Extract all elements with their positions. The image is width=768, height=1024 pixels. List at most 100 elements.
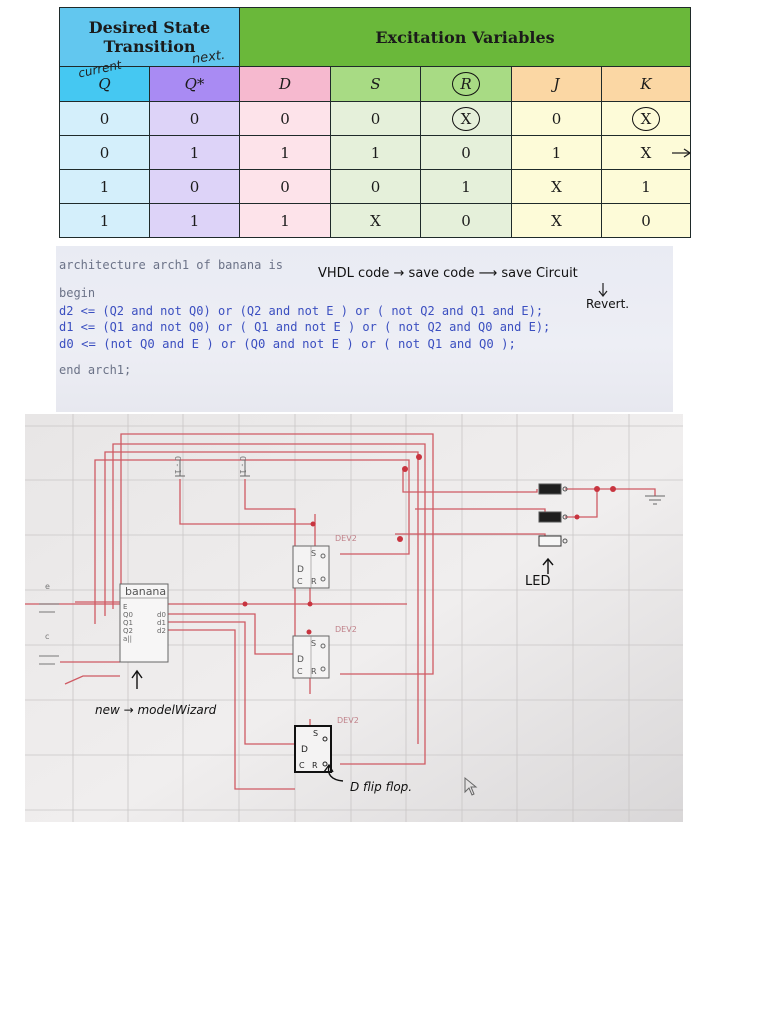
table-cell: 1 — [239, 203, 331, 238]
block-input-label: Q1 — [123, 619, 133, 627]
led-output — [538, 511, 568, 523]
circuit-schematic: 0 - 1 0 - 1 e c banana E Q0 Q1 Q2 a|| d0… — [25, 414, 683, 822]
table-cell: 0 — [330, 169, 421, 204]
led-output — [538, 483, 568, 495]
pin-label: C — [297, 577, 303, 586]
note-vhdl-flow: VHDL code → save code ⟶ save Circuit — [318, 266, 578, 281]
pin-label: C — [297, 667, 303, 676]
table-cell: 0 — [149, 169, 240, 204]
block-output-label: d2 — [157, 627, 166, 635]
d-flip-flop[interactable]: D S C R DEV2 — [292, 625, 357, 679]
table-cell: 1 — [59, 169, 150, 204]
d-flip-flop-highlighted[interactable]: D S C R DEV2 — [294, 716, 359, 773]
input-switch-icon[interactable] — [39, 603, 59, 665]
ff-label: DEV2 — [335, 625, 357, 634]
block-input-label: a|| — [123, 635, 132, 643]
col-header-k: K — [601, 66, 691, 102]
note-revert: Revert. — [586, 297, 630, 311]
ground-icon — [645, 495, 665, 505]
table-cell: 1 — [149, 135, 240, 170]
pin-label: D — [297, 565, 304, 575]
table-cell: 0 — [59, 135, 150, 170]
table-cell: X — [511, 203, 602, 238]
table-cell: 0 — [149, 101, 240, 136]
table-cell: X — [330, 203, 421, 238]
note-d-flip-flop: D flip flop. — [350, 780, 412, 794]
table-row: 1 0 0 0 1 X 1 — [59, 169, 691, 204]
ff-label: DEV2 — [335, 534, 357, 543]
table-cell: 1 — [149, 203, 240, 238]
code-line: d0 <= (not Q0 and E ) or (Q0 and not E )… — [59, 337, 516, 351]
code-line: d2 <= (Q2 and not Q0) or (Q2 and not E )… — [59, 304, 544, 318]
table-cell: 0 — [511, 101, 602, 136]
col-header-s: S — [330, 66, 421, 102]
table-cell: 1 — [420, 169, 512, 204]
pin-label: S — [311, 549, 316, 558]
table-cell: 1 — [601, 169, 691, 204]
block-output-label: d0 — [157, 611, 166, 619]
table-cell: X — [511, 169, 602, 204]
table-cell: 0 — [330, 101, 421, 136]
toggle-switch[interactable] — [175, 460, 185, 477]
switch-label: 0 - 1 — [173, 456, 182, 474]
note-led: LED — [525, 574, 550, 589]
circled-mark: X — [452, 106, 480, 131]
col-header-j: J — [511, 66, 602, 102]
table-cell: 0 — [239, 169, 331, 204]
table-cell: 0 — [601, 203, 691, 238]
header-desired-state: Desired State Transition — [59, 7, 240, 67]
col-header-r: R — [420, 66, 512, 102]
block-input-label: Q0 — [123, 611, 133, 619]
table-cell: 0 — [239, 101, 331, 136]
code-line: end arch1; — [59, 363, 132, 377]
switch-input-label: e — [45, 582, 50, 591]
circled-mark: X — [632, 106, 660, 131]
arrow-mark — [672, 148, 692, 158]
mouse-cursor-icon — [464, 776, 478, 796]
note-model-wizard: new → modelWizard — [95, 703, 217, 717]
circled-mark: R — [452, 72, 480, 96]
code-line: begin — [59, 286, 96, 300]
code-line: d1 <= (Q1 and not Q0) or ( Q1 and not E … — [59, 320, 551, 334]
block-input-label: E — [123, 603, 127, 611]
block-title: banana — [125, 585, 166, 598]
pin-label: C — [299, 761, 305, 770]
ff-label: DEV2 — [337, 716, 359, 725]
excitation-table: Desired State Transition Excitation Vari… — [59, 7, 691, 238]
header-excitation-variables: Excitation Variables — [239, 7, 691, 67]
circuit-schematic-photo: 0 - 1 0 - 1 e c banana E Q0 Q1 Q2 a|| d0… — [25, 414, 683, 822]
table-row: 1 1 1 X 0 X 0 — [59, 203, 691, 238]
table-cell: 1 — [511, 135, 602, 170]
table-cell: X — [420, 101, 512, 136]
table-cell: 0 — [420, 135, 512, 170]
table-row: 0 1 1 1 0 1 X — [59, 135, 691, 170]
switch-input-label: c — [45, 632, 49, 641]
table-cell: 1 — [330, 135, 421, 170]
pin-label: D — [297, 655, 304, 665]
code-line: architecture arch1 of banana is — [59, 258, 283, 272]
col-header-q-next: Q* — [149, 66, 240, 102]
banana-block[interactable]: banana E Q0 Q1 Q2 a|| d0 d1 d2 — [119, 583, 169, 663]
pin-label: S — [311, 639, 316, 648]
junction-dots — [242, 454, 616, 635]
col-header-q: Q — [59, 66, 150, 102]
table-cell: X — [601, 101, 691, 136]
table-cell: 1 — [239, 135, 331, 170]
pin-label: R — [312, 761, 318, 770]
table-cell: 0 — [59, 101, 150, 136]
led-output — [538, 535, 568, 547]
table-cell: 1 — [59, 203, 150, 238]
switch-label: 0 - 1 — [238, 456, 247, 474]
toggle-switch[interactable] — [240, 460, 250, 477]
pin-label: D — [301, 745, 308, 755]
vhdl-code-photo: architecture arch1 of banana is begin d2… — [56, 246, 673, 412]
arrow-down-mark — [598, 283, 608, 297]
col-header-d: D — [239, 66, 331, 102]
block-output-label: d1 — [157, 619, 166, 627]
table-cell: 0 — [420, 203, 512, 238]
block-input-label: Q2 — [123, 627, 133, 635]
pin-label: R — [311, 667, 317, 676]
d-flip-flop[interactable]: D S C R DEV2 — [292, 534, 357, 589]
handwritten-arrows — [131, 557, 554, 782]
table-row: 0 0 0 0 X 0 X — [59, 101, 691, 136]
